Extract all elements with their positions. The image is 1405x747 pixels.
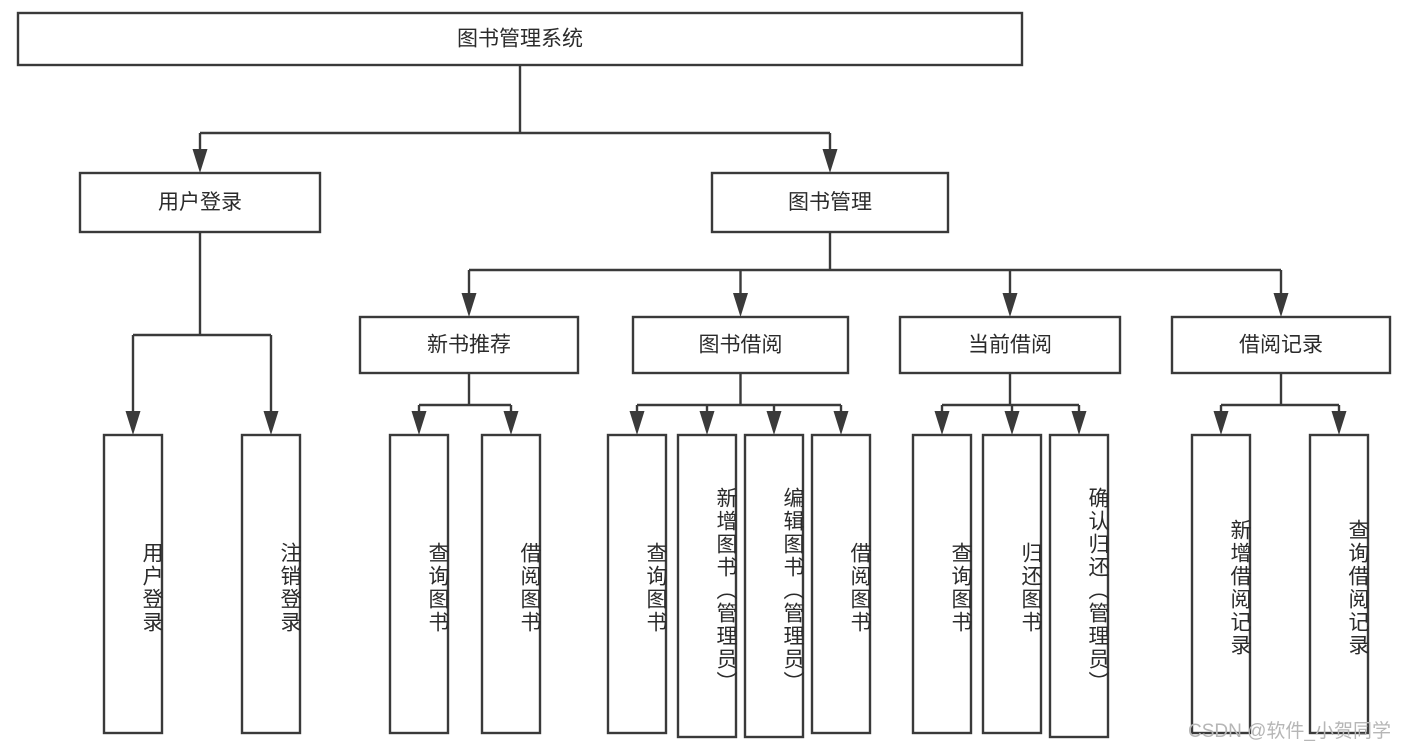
node-box-leaf_12[interactable]	[1308, 433, 1370, 735]
node-box-root[interactable]	[16, 11, 1024, 67]
node-box-leaf_5[interactable]	[676, 433, 738, 739]
arrow-head-icon	[1004, 411, 1020, 435]
node-box-leaf_3[interactable]	[480, 433, 542, 735]
node-box-leaf_6[interactable]	[743, 433, 805, 739]
arrow-head-icon	[934, 411, 950, 435]
arrow-head-icon	[1273, 293, 1289, 317]
arrow-head-icon	[1002, 293, 1018, 317]
arrow-head-icon	[1071, 411, 1087, 435]
arrow-head-icon	[461, 293, 477, 317]
connector-layer	[125, 65, 1347, 435]
node-box-leaf_11[interactable]	[1190, 433, 1252, 735]
node-box-leaf_2[interactable]	[388, 433, 450, 735]
arrow-head-icon	[822, 149, 838, 173]
node-box-leaf_0[interactable]	[102, 433, 164, 735]
node-label-l2_0: 新书推荐	[427, 334, 511, 357]
node-label-l1_1: 图书管理	[788, 191, 872, 214]
node-label-l2_3: 借阅记录	[1239, 334, 1323, 357]
arrow-head-icon	[1213, 411, 1229, 435]
node-box-l2_1[interactable]	[631, 315, 850, 375]
arrow-head-icon	[192, 149, 208, 173]
node-box-leaf_8[interactable]	[911, 433, 973, 735]
arrow-head-icon	[125, 411, 141, 435]
node-label-l2_2: 当前借阅	[968, 334, 1052, 357]
node-label-root: 图书管理系统	[457, 28, 583, 51]
arrow-head-icon	[503, 411, 519, 435]
arrow-head-icon	[766, 411, 782, 435]
node-box-l1_0[interactable]	[78, 171, 322, 234]
node-box-leaf_9[interactable]	[981, 433, 1043, 735]
node-label-l1_0: 用户登录	[158, 191, 242, 214]
node-box-leaf_1[interactable]	[240, 433, 302, 735]
node-box-leaf_4[interactable]	[606, 433, 668, 735]
node-box-l2_3[interactable]	[1170, 315, 1392, 375]
node-box-layer	[16, 11, 1392, 739]
node-box-l1_1[interactable]	[710, 171, 950, 234]
node-label-l2_1: 图书借阅	[699, 334, 783, 357]
node-box-leaf_7[interactable]	[810, 433, 872, 735]
arrow-head-icon	[733, 293, 748, 317]
node-box-leaf_10[interactable]	[1048, 433, 1110, 739]
node-box-l2_0[interactable]	[358, 315, 580, 375]
arrow-head-icon	[699, 411, 715, 435]
node-box-l2_2[interactable]	[898, 315, 1122, 375]
arrow-head-icon	[1331, 411, 1347, 435]
arrow-head-icon	[263, 411, 279, 435]
arrow-head-icon	[629, 411, 645, 435]
arrow-head-icon	[833, 411, 849, 435]
arrow-head-icon	[411, 411, 427, 435]
